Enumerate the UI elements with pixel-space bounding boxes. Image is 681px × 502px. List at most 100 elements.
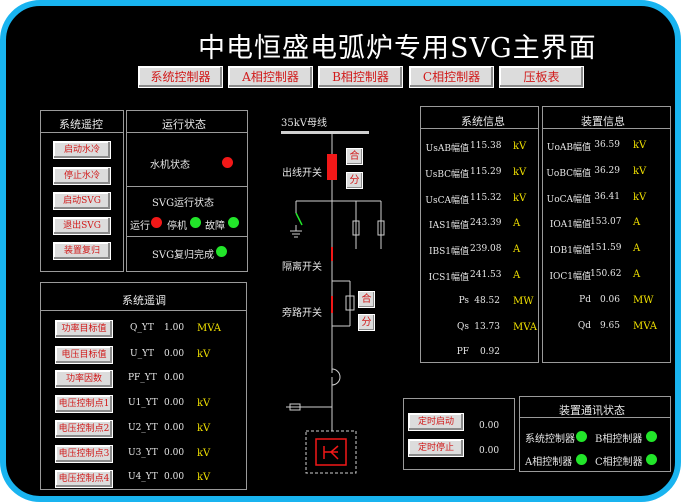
system_info-row-0-label: UsAB幅值 [425, 144, 469, 154]
system_info-row-4-label: IBS1幅值 [428, 247, 469, 258]
reactor-icon [331, 368, 341, 386]
timer-panel [403, 398, 515, 470]
start-water-cooling-button[interactable]: 启动水冷 [53, 141, 111, 159]
svg-reset-done-indicator [216, 246, 227, 257]
system_info-row-1-label: UsBC幅值 [425, 169, 469, 180]
timed-stop-button[interactable]: 定时停止 [408, 439, 464, 457]
comm-status-title: 装置通讯状态 [559, 404, 625, 417]
device-info-title: 装置信息 [581, 115, 625, 128]
u3-yt-unit: kV [197, 448, 211, 459]
device_info-row-3-unit: A [633, 217, 641, 229]
telemetry-panel [40, 282, 247, 490]
voltage-control-point-4-button[interactable]: 电压控制点4 [55, 470, 113, 488]
capacitor-icon [289, 403, 301, 411]
timed-stop-value: 0.00 [479, 446, 500, 456]
timed-start-button[interactable]: 定时启动 [408, 413, 464, 431]
device_info-row-0-label: UoAB幅值 [546, 143, 591, 153]
remote-control-panel [40, 110, 124, 272]
device_info-row-1-unit: kV [633, 165, 647, 177]
system_info-row-2-value: 115.32 [470, 192, 502, 203]
system_info-row-3-unit: A [513, 218, 521, 230]
remote-control-title: 系统遥控 [59, 118, 103, 131]
device_info-row-7-value: 9.65 [599, 320, 620, 331]
ground-switch-icon [295, 212, 303, 226]
system_info-row-7-unit: MVA [513, 321, 538, 333]
device_info-row-7-unit: MVA [633, 320, 658, 332]
device_info-row-0-value: 36.59 [594, 140, 620, 150]
exit-svg-button[interactable]: 退出SVG [53, 217, 111, 235]
u4-yt-unit: kV [197, 472, 211, 483]
system_info-row-6-label: Ps [458, 295, 469, 306]
device_info-row-2-value: 36.41 [594, 191, 620, 202]
comm-c-controller-indicator [646, 454, 657, 465]
u-yt-value: 0.00 [164, 349, 185, 359]
device_info-row-1-label: UoBC幅值 [546, 168, 591, 179]
bypass-close-button[interactable]: 合 [358, 291, 375, 308]
u-yt-label: U_YT [130, 349, 155, 359]
fault-label: 故障 [205, 221, 225, 232]
device_info-row-5-unit: A [633, 269, 641, 280]
system_info-row-1-value: 115.29 [470, 166, 502, 177]
stop-indicator [190, 217, 201, 228]
nav-c-phase-button[interactable]: C相控制器 [409, 66, 494, 88]
system_info-row-2-label: UsCA幅值 [425, 195, 469, 206]
voltage-control-point-3-button[interactable]: 电压控制点3 [55, 445, 113, 463]
system_info-row-6-value: 48.52 [474, 295, 500, 306]
device_info-row-4-label: IOB1幅值 [549, 246, 591, 257]
pf-yt-value: 0.00 [164, 373, 185, 383]
comm-b-controller-label: B相控制器 [595, 434, 643, 445]
system-info-title: 系统信息 [461, 115, 505, 128]
system_info-row-8-value: 0.92 [479, 347, 500, 358]
stop-label: 停机 [167, 221, 187, 232]
page-title: 中电恒盛电弧炉专用SVG主界面 [198, 33, 597, 64]
q-yt-label: Q_YT [130, 323, 154, 333]
device-reset-button[interactable]: 装置复归 [53, 242, 111, 260]
water-status-label: 水机状态 [150, 160, 190, 171]
device_info-row-2-unit: kV [633, 191, 647, 203]
nav-b-phase-button[interactable]: B相控制器 [318, 66, 403, 88]
bus-label: 35kV母线 [281, 118, 328, 129]
system_info-row-5-label: ICS1幅值 [428, 273, 469, 283]
out-switch-open-button[interactable]: 分 [346, 172, 363, 189]
device_info-row-2-label: UoCA幅值 [546, 194, 591, 205]
nav-system-controller-button[interactable]: 系统控制器 [138, 66, 223, 88]
out-switch-close-button[interactable]: 合 [346, 148, 363, 165]
system-info-panel [420, 106, 539, 363]
comm-sys-controller-label: 系统控制器 [525, 434, 575, 445]
comm-a-controller-label: A相控制器 [525, 457, 573, 468]
u2-yt-label: U2_YT [128, 423, 158, 433]
comm-sys-controller-indicator [576, 431, 587, 442]
run-status-title: 运行状态 [162, 118, 206, 131]
run-indicator [151, 217, 162, 228]
u2-yt-value: 0.00 [164, 423, 185, 433]
nav-a-phase-button[interactable]: A相控制器 [228, 66, 313, 88]
nav-plate-table-button[interactable]: 压板表 [499, 66, 584, 88]
system_info-row-7-label: Qs [457, 321, 469, 332]
q-yt-unit: MVA [197, 323, 222, 334]
svg-reset-done-label: SVG复归完成 [152, 250, 215, 261]
voltage-control-point-2-button[interactable]: 电压控制点2 [55, 420, 113, 438]
start-svg-button[interactable]: 启动SVG [53, 192, 111, 210]
comm-status-panel [519, 396, 671, 472]
run-status-panel [126, 110, 248, 272]
device_info-row-3-value: 153.07 [590, 217, 622, 228]
voltage-control-point-1-button[interactable]: 电压控制点1 [55, 395, 113, 413]
arrester-icon [352, 220, 360, 236]
device_info-row-6-value: 0.06 [599, 294, 620, 305]
single-line-diagram [281, 131, 385, 474]
u1-yt-unit: kV [197, 398, 211, 409]
voltage-target-button[interactable]: 电压目标值 [55, 346, 113, 364]
svg-run-state-label: SVG运行状态 [152, 198, 215, 209]
system_info-row-3-value: 243.39 [470, 218, 502, 229]
bypass-open-button[interactable]: 分 [358, 314, 375, 331]
device_info-row-6-label: Pd [579, 294, 591, 305]
water-status-indicator [222, 157, 233, 168]
stop-water-cooling-button[interactable]: 停止水冷 [53, 167, 111, 185]
device_info-row-3-label: IOA1幅值 [549, 220, 591, 231]
system_info-row-5-unit: A [513, 270, 521, 281]
power-target-button[interactable]: 功率目标值 [55, 320, 113, 338]
power-factor-button[interactable]: 功率因数 [55, 370, 113, 388]
comm-b-controller-indicator [646, 431, 657, 442]
device_info-row-4-unit: A [633, 243, 641, 255]
u4-yt-label: U4_YT [128, 472, 158, 482]
